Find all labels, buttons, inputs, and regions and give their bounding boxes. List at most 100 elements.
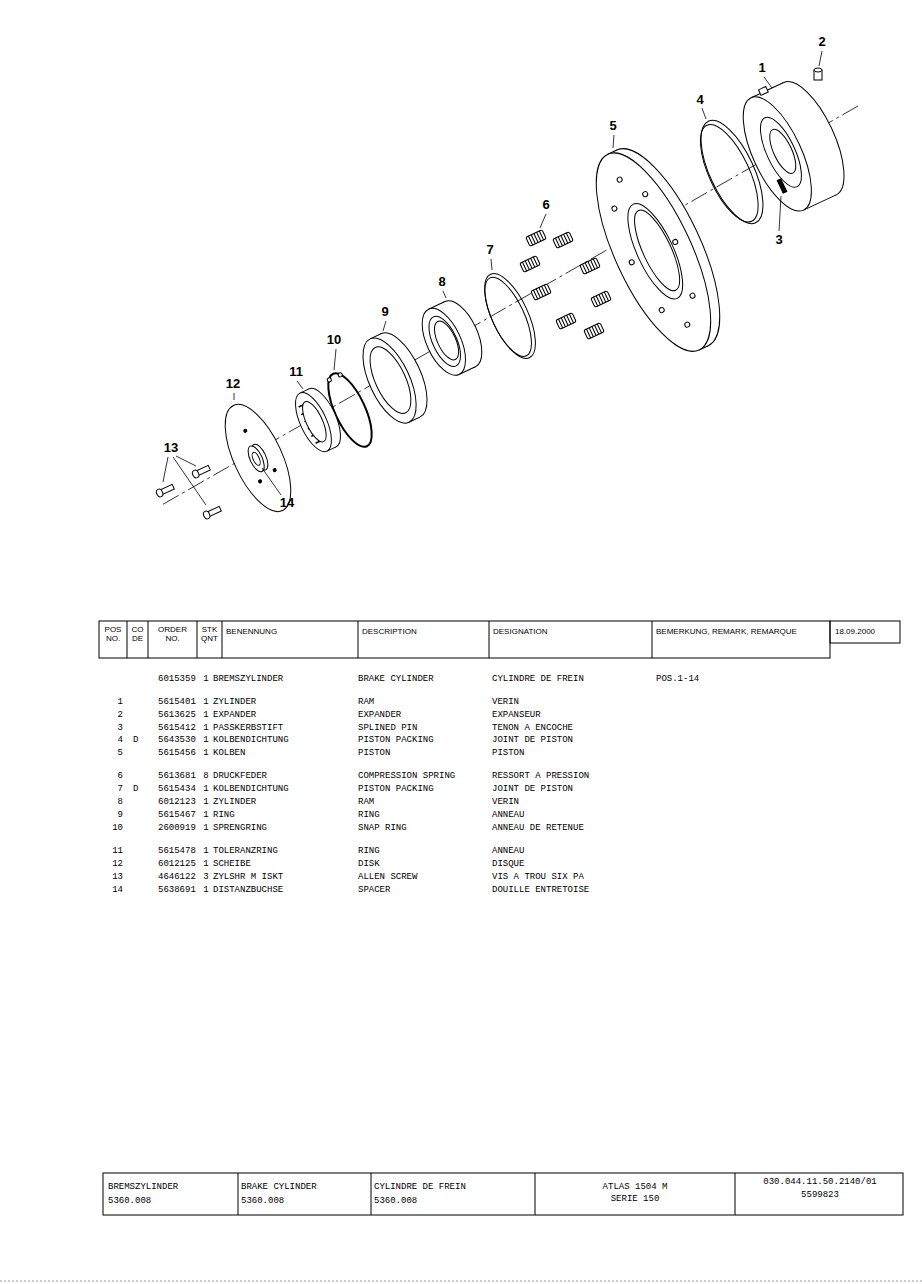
table-cell: 5	[118, 749, 123, 759]
compression-spring	[586, 324, 601, 338]
table-cell: SCHEIBE	[213, 860, 251, 870]
expander-part	[814, 68, 822, 80]
ram-part	[729, 88, 825, 221]
table-cell: 1	[203, 860, 208, 870]
table-cell: 5615434	[158, 785, 196, 795]
leader-line	[819, 51, 822, 66]
table-cell: PISTON	[358, 749, 390, 759]
spacer-part	[245, 444, 268, 474]
compression-spring	[528, 231, 543, 245]
callout-number: 1	[758, 61, 765, 75]
callout-number: 12	[226, 377, 240, 391]
callout-number: 6	[542, 198, 549, 212]
compression-spring	[531, 284, 552, 301]
callout-number: 3	[775, 233, 782, 247]
footer-frame	[535, 1173, 536, 1215]
footer-text: CYLINDRE DE FREIN	[374, 1183, 466, 1193]
piston-disc	[626, 205, 689, 297]
table-cell: 4646122	[158, 873, 196, 883]
disk-part	[212, 395, 305, 520]
leader-line	[163, 51, 822, 505]
compression-spring	[584, 323, 605, 340]
ram-part	[751, 83, 784, 98]
ram-part	[413, 294, 491, 381]
table-cell: DOUILLE ENTRETOISE	[492, 886, 589, 896]
leader-line	[779, 196, 781, 231]
piston-disc	[616, 176, 623, 183]
table-cell: 10	[112, 824, 123, 834]
table-frame	[358, 621, 359, 658]
table-frame	[652, 621, 653, 658]
table-cell: 9	[118, 811, 123, 821]
table-cell: 1	[203, 711, 208, 721]
footer-frame	[735, 1173, 736, 1215]
disk-part	[243, 429, 247, 433]
table-cell: PASSKERBSTIFT	[213, 724, 283, 734]
compression-spring	[520, 256, 541, 273]
compression-spring	[555, 233, 570, 247]
allen-screw	[155, 488, 164, 498]
table-cell: TENON A ENCOCHE	[492, 724, 573, 734]
table-frame	[197, 621, 198, 658]
leader-line	[176, 456, 196, 466]
table-cell: BRAKE CYLINDER	[358, 675, 434, 685]
compression-spring	[556, 313, 577, 330]
leader-line	[173, 457, 206, 505]
allen-screw	[155, 483, 175, 498]
table-cell: RAM	[358, 798, 374, 808]
table-cell: PISTON PACKING	[358, 736, 434, 746]
footer-text: 5360.008	[108, 1197, 151, 1207]
splined-pin	[777, 179, 787, 193]
piston-disc	[672, 239, 679, 246]
table-frame	[127, 621, 128, 658]
table-cell: ZYLINDER	[213, 798, 256, 808]
table-header: POS NO.	[102, 626, 124, 644]
table-cell: 5613681	[158, 772, 196, 782]
table-cell: DISQUE	[492, 860, 524, 870]
table-cell: VERIN	[492, 798, 519, 808]
piston-disc	[642, 191, 649, 198]
table-cell: VIS A TROU SIX PA	[492, 873, 584, 883]
compression-spring	[522, 257, 537, 271]
tolerance-ring	[288, 388, 339, 457]
table-cell: EXPANDER	[213, 711, 256, 721]
table-cell: 1	[118, 698, 123, 708]
compression-spring	[533, 285, 548, 299]
spacer-part	[251, 451, 262, 466]
table-cell: RESSORT A PRESSION	[492, 772, 589, 782]
leader-line	[540, 214, 546, 228]
table-cell: PISTON	[492, 749, 524, 759]
table-cell: RAM	[358, 698, 374, 708]
leader-line	[491, 259, 492, 270]
table-frame	[489, 621, 490, 658]
leader-line	[613, 135, 614, 148]
table-cell: 5613625	[158, 711, 196, 721]
table-header: DESIGNATION	[493, 628, 548, 637]
table-cell: ANNEAU	[492, 811, 524, 821]
table-cell: VERIN	[492, 698, 519, 708]
table-cell: CYLINDRE DE FREIN	[492, 675, 584, 685]
leader-line	[443, 291, 446, 298]
footer-frame	[371, 1173, 372, 1215]
table-cell: 5615401	[158, 698, 196, 708]
footer-frame	[103, 1173, 903, 1215]
footer-text: 5360.008	[374, 1197, 417, 1207]
footer-frame	[238, 1173, 239, 1215]
table-cell: 1	[203, 675, 208, 685]
compression-spring	[584, 323, 605, 340]
callout-number: 14	[280, 496, 294, 510]
table-cell: KOLBENDICHTUNG	[213, 736, 289, 746]
compression-spring	[553, 232, 574, 249]
table-cell: KOLBENDICHTUNG	[213, 785, 289, 795]
table-cell: 8	[203, 772, 208, 782]
compression-spring	[591, 291, 612, 308]
compression-spring	[526, 230, 547, 247]
callout-number: 13	[164, 441, 178, 455]
table-cell: RING	[358, 811, 380, 821]
table-cell: ZYLSHR M ISKT	[213, 873, 283, 883]
footer-text: BRAKE CYLINDER	[241, 1183, 317, 1193]
ring-part	[362, 341, 420, 419]
table-cell: ZYLINDER	[213, 698, 256, 708]
